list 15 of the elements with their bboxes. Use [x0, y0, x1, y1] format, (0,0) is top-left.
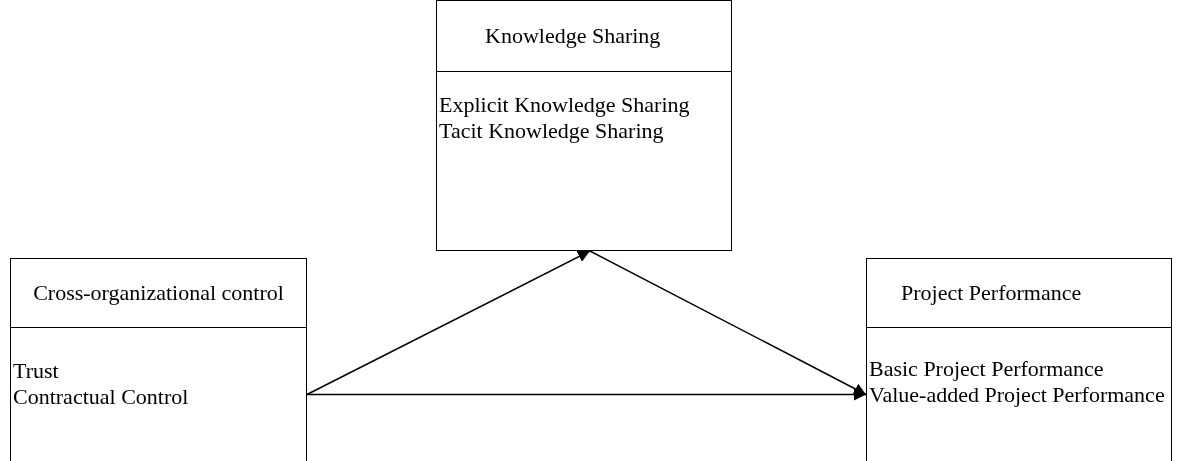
box-item: Tacit Knowledge Sharing: [439, 118, 665, 144]
box-item: Trust: [13, 358, 60, 384]
box-item: Basic Project Performance: [869, 356, 1105, 382]
concept-box: [10, 258, 307, 461]
concept-box: [866, 258, 1172, 461]
box-heading: Project Performance: [901, 280, 1082, 306]
arrow: [306, 250, 591, 396]
box-heading: Knowledge Sharing: [485, 23, 661, 49]
box-heading: Cross-organizational control: [33, 280, 284, 306]
arrow: [589, 250, 867, 396]
box-item: Value-added Project Performance: [869, 382, 1166, 408]
concept-box: [436, 0, 732, 251]
box-item: Contractual Control: [13, 384, 190, 410]
box-item: Explicit Knowledge Sharing: [439, 92, 691, 118]
arrow: [306, 388, 867, 401]
